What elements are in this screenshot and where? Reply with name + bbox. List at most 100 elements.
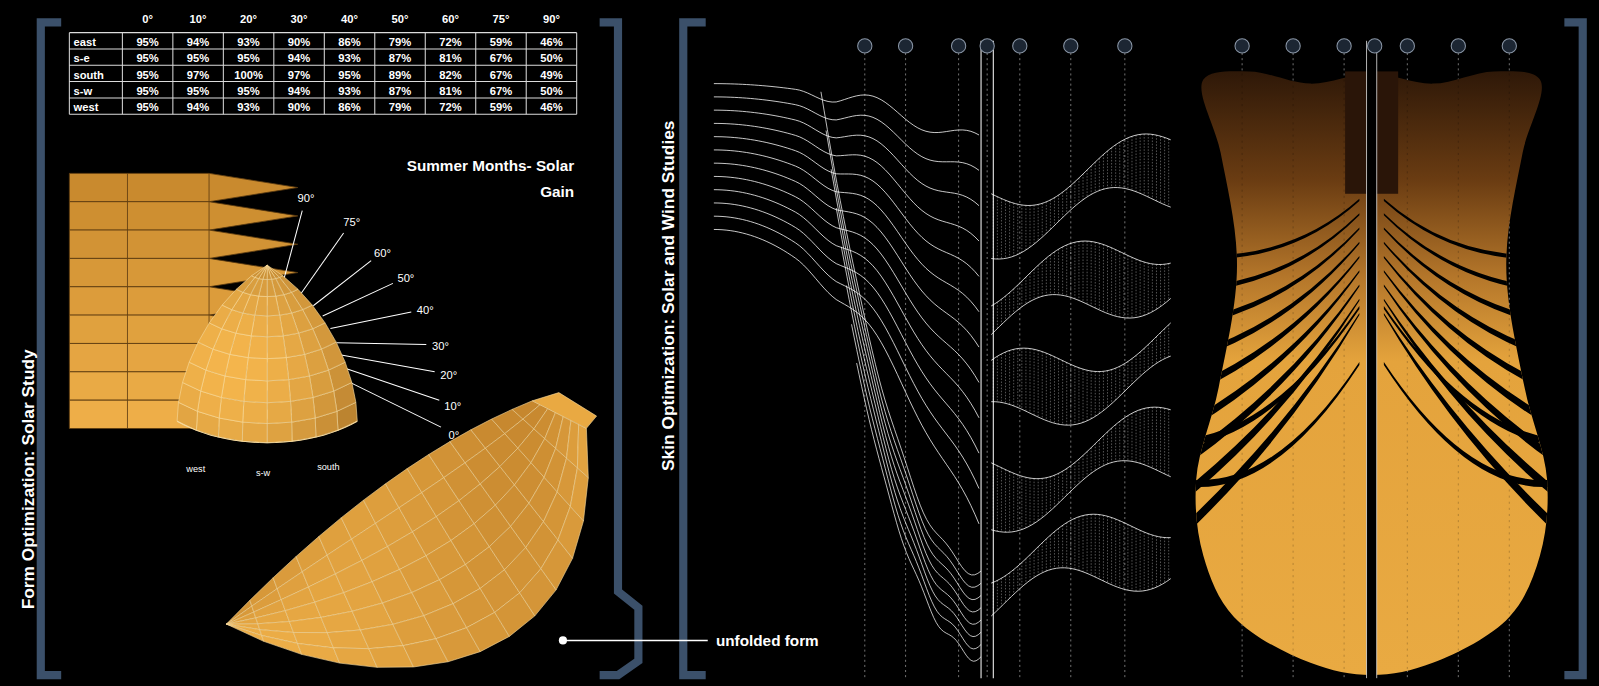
wire-hatch <box>1156 536 1157 587</box>
skin-slit <box>1193 227 1359 326</box>
wire-hatch <box>1107 516 1108 583</box>
wire-hatch <box>1038 265 1039 297</box>
skin-slit <box>1384 227 1550 326</box>
wire-hatch <box>1107 246 1108 313</box>
row-label-holder: west <box>73 97 98 115</box>
table-cell-holder: 82% <box>439 64 461 82</box>
table-cell-holder: 95% <box>338 64 360 82</box>
wire-hatch <box>1095 242 1096 308</box>
grid-marker <box>1502 39 1516 53</box>
wire-hatch <box>1029 205 1030 247</box>
table-cell: 72% <box>439 102 461 113</box>
wedge-divider <box>209 202 210 230</box>
wire-hatch <box>1050 200 1051 230</box>
table-cell-holder: 95% <box>237 81 259 99</box>
wire-hatch <box>1144 532 1145 591</box>
table-cell: 95% <box>237 86 259 97</box>
angle-label-holder: 10° <box>444 396 461 414</box>
angle-ray <box>301 233 344 294</box>
wire-hatch <box>997 356 998 402</box>
angle-label-holder: 20° <box>440 365 457 383</box>
form-facet <box>226 624 263 641</box>
wire-hatch <box>997 302 998 328</box>
panel-heading: Skin Optimization: Solar and Wind Studie… <box>660 121 677 471</box>
wire-hatch <box>1140 410 1141 464</box>
table-cell-holder: 100% <box>234 64 263 82</box>
grid-axis <box>1509 61 1510 678</box>
table-cell-holder: 95% <box>136 64 158 82</box>
wire-hatch <box>1013 203 1014 256</box>
wire-hatch <box>1083 455 1084 479</box>
wire-curve <box>714 163 979 347</box>
skin-slit <box>1384 362 1555 487</box>
wire-hatch <box>1025 277 1026 304</box>
wire-hatch <box>1148 263 1149 314</box>
wire-hatch <box>1025 348 1026 411</box>
table-cell: 87% <box>389 53 411 64</box>
table-cell-holder: 95% <box>136 97 158 115</box>
grid-line <box>69 33 70 115</box>
grid-marker <box>1368 39 1382 53</box>
grid-marker <box>1013 39 1027 53</box>
wire-hatch <box>1013 570 1014 595</box>
angle-label-holder: 75° <box>343 212 360 230</box>
angle-label: 20° <box>440 370 457 381</box>
wire-curve <box>714 110 979 206</box>
grid-line <box>69 97 576 98</box>
wedge-divider <box>127 287 128 315</box>
wire-hatch <box>1066 189 1067 214</box>
skin-slit <box>1384 313 1550 527</box>
table-cell-holder: 72% <box>439 32 461 50</box>
wire-hatch <box>1042 262 1043 297</box>
wire-hatch <box>997 466 998 532</box>
angle-ray <box>340 355 435 372</box>
grid-axis <box>1407 61 1408 678</box>
wire-hatch <box>1148 408 1149 467</box>
wire-hatch <box>1021 562 1022 586</box>
wire-hatch <box>1111 148 1112 188</box>
wedge-divider <box>127 315 128 343</box>
grid-axis <box>1070 53 1071 678</box>
dome-facet <box>242 422 267 443</box>
grid-line <box>425 33 426 115</box>
wire-hatch <box>1001 468 1002 532</box>
table-cell: 87% <box>389 86 411 97</box>
dome-facet <box>267 315 283 337</box>
wire-curve <box>714 137 979 277</box>
table-cell-holder: 95% <box>136 32 158 50</box>
table-cell-holder: 93% <box>237 97 259 115</box>
unfolded-form <box>226 393 596 668</box>
wire-curve <box>991 568 1170 616</box>
wire-curve <box>714 176 979 382</box>
wire-curve <box>831 169 981 599</box>
leader-dot <box>559 636 567 644</box>
wire-hatch <box>1087 241 1088 304</box>
table-cell-holder: 59% <box>490 97 512 115</box>
wire-hatch <box>1062 471 1063 499</box>
grid-line <box>122 33 123 115</box>
wire-hatch <box>1070 466 1071 492</box>
panel-heading-holder: Form Optimization: Solar Study <box>19 349 37 609</box>
table-header: 20° <box>240 14 257 25</box>
dome-facet <box>267 265 271 279</box>
grid-marker <box>898 39 912 53</box>
wire-curve <box>714 216 979 488</box>
wire-hatch <box>1078 517 1079 571</box>
wire-hatch <box>1152 264 1153 312</box>
wire-hatch <box>1050 355 1051 422</box>
grid-line <box>223 33 224 115</box>
wire-hatch <box>1123 140 1124 188</box>
table-cell-holder: 93% <box>338 48 360 66</box>
wedge-divider <box>127 230 128 258</box>
table-cell: 94% <box>288 53 310 64</box>
table-header: 0° <box>142 14 153 25</box>
row-label: s-e <box>73 53 89 64</box>
wire-hatch <box>1140 261 1141 317</box>
skin-slit <box>1193 313 1359 527</box>
wire-hatch <box>1013 473 1014 531</box>
wire-hatch <box>1042 352 1043 419</box>
grid-marker <box>1286 39 1300 53</box>
dome-facet <box>267 296 279 316</box>
wire-hatch <box>1009 202 1010 258</box>
wire-hatch <box>1115 519 1116 586</box>
